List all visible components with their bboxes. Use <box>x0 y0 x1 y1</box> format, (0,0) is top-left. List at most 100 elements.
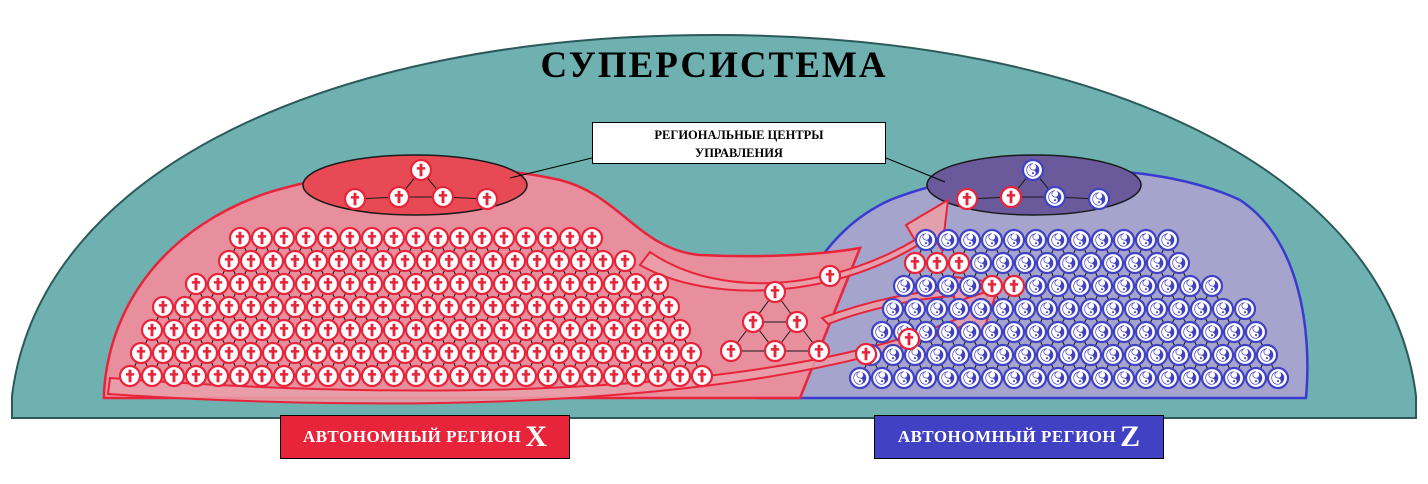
yin-yang-node <box>1244 366 1268 390</box>
cross-node <box>980 274 1004 298</box>
yin-yang-node <box>1046 366 1070 390</box>
cross-node <box>470 226 494 250</box>
cross-node <box>305 341 329 365</box>
yin-yang-node <box>892 366 916 390</box>
cross-node <box>151 341 175 365</box>
cross-node <box>404 226 428 250</box>
cross-node <box>580 318 604 342</box>
cross-node <box>283 249 307 273</box>
cross-node <box>635 295 659 319</box>
cross-node <box>228 226 252 250</box>
cross-node <box>371 249 395 273</box>
yin-yang-node <box>1090 320 1114 344</box>
cross-node <box>404 272 428 296</box>
yin-yang-node <box>1222 366 1246 390</box>
cross-node <box>897 327 921 351</box>
yin-yang-node <box>969 251 993 275</box>
cross-node <box>294 364 318 388</box>
yin-yang-node <box>1266 366 1290 390</box>
yin-yang-node <box>1021 158 1045 182</box>
yin-yang-node <box>1156 228 1180 252</box>
yin-yang-node <box>1090 274 1114 298</box>
cross-node <box>360 272 384 296</box>
yin-yang-node <box>914 366 938 390</box>
yin-yang-node <box>1035 343 1059 367</box>
cross-node <box>409 158 433 182</box>
cross-node <box>426 364 450 388</box>
cross-node <box>349 249 373 273</box>
cross-node <box>470 272 494 296</box>
cross-node <box>646 272 670 296</box>
cross-node <box>437 249 461 273</box>
cross-node <box>448 364 472 388</box>
cross-node <box>437 295 461 319</box>
cross-node <box>206 272 230 296</box>
yin-yang-node <box>1134 274 1158 298</box>
yin-yang-node <box>1233 343 1257 367</box>
yin-yang-node <box>1090 366 1114 390</box>
cross-node <box>305 249 329 273</box>
supersystem-title: СУПЕРСИСТЕМА <box>540 45 888 86</box>
cross-node <box>426 318 450 342</box>
yin-yang-node <box>1200 274 1224 298</box>
cross-node <box>536 364 560 388</box>
yin-yang-node <box>958 228 982 252</box>
yin-yang-node <box>892 274 916 298</box>
cross-node <box>387 185 411 209</box>
cross-node <box>393 249 417 273</box>
cross-node <box>624 318 648 342</box>
cross-node <box>338 272 362 296</box>
cross-node <box>580 364 604 388</box>
yin-yang-node <box>980 320 1004 344</box>
cross-node <box>426 272 450 296</box>
cross-node <box>925 251 949 275</box>
cross-node <box>294 272 318 296</box>
yin-yang-node <box>991 343 1015 367</box>
yin-yang-node <box>870 366 894 390</box>
cross-node <box>679 341 703 365</box>
cross-node <box>195 295 219 319</box>
cross-node <box>635 341 659 365</box>
cross-node <box>448 272 472 296</box>
region-z-label-text: АВТОНОМНЫЙ РЕГИОН <box>897 427 1117 446</box>
yin-yang-node <box>914 274 938 298</box>
cross-node <box>558 364 582 388</box>
yin-yang-node <box>881 343 905 367</box>
leader-line-right <box>885 157 946 183</box>
cross-node <box>657 295 681 319</box>
cross-node <box>316 226 340 250</box>
yin-yang-node <box>991 297 1015 321</box>
yin-yang-node <box>1145 297 1169 321</box>
cross-node <box>591 341 615 365</box>
cross-node <box>492 318 516 342</box>
yin-yang-node <box>1068 320 1092 344</box>
cross-node <box>602 364 626 388</box>
cross-node <box>327 249 351 273</box>
yin-yang-node <box>1200 366 1224 390</box>
cross-node <box>327 295 351 319</box>
yin-yang-node <box>1178 320 1202 344</box>
yin-yang-node <box>1145 251 1169 275</box>
yin-yang-node <box>1255 343 1279 367</box>
yin-yang-node <box>980 228 1004 252</box>
yin-yang-node <box>1156 366 1180 390</box>
cross-node <box>763 339 787 363</box>
yin-yang-node <box>1024 366 1048 390</box>
cross-node <box>382 226 406 250</box>
cross-node <box>371 295 395 319</box>
yin-yang-node <box>958 274 982 298</box>
cross-node <box>283 295 307 319</box>
cross-node <box>272 272 296 296</box>
yin-yang-node <box>1156 320 1180 344</box>
cross-node <box>903 251 927 275</box>
yin-yang-node <box>1057 297 1081 321</box>
cross-node <box>657 341 681 365</box>
cross-node <box>503 295 527 319</box>
cross-node <box>481 249 505 273</box>
cross-node <box>349 295 373 319</box>
yin-yang-node <box>1068 274 1092 298</box>
yin-yang-node <box>1013 251 1037 275</box>
yin-yang-node <box>958 320 982 344</box>
yin-yang-node <box>1087 187 1111 211</box>
cross-node <box>547 341 571 365</box>
